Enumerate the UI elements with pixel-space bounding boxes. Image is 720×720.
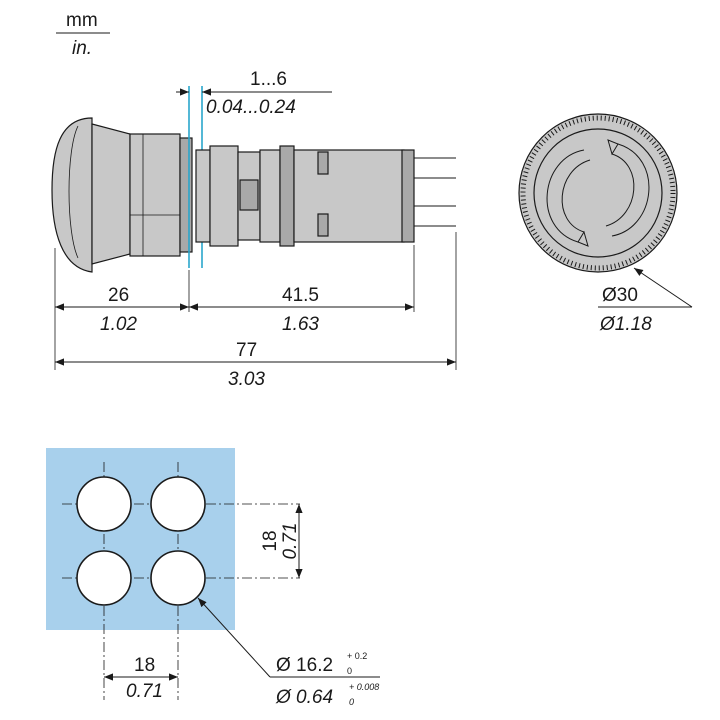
head-length-in: 1.02: [100, 314, 137, 335]
cutout-hole-bottom-left: [76, 550, 132, 606]
head-collar: [91, 123, 131, 265]
latch: [239, 179, 259, 211]
hole-diameter-in: Ø 0.64: [275, 687, 333, 708]
cutout-hole-bottom-right: [150, 550, 206, 606]
front-diameter-in: Ø1.18: [599, 314, 652, 335]
fixing-collar-b: [209, 145, 239, 247]
vertical-spacing-mm: 18: [260, 530, 281, 551]
mushroom-head: [51, 117, 93, 273]
hole-diameter-leader: [197, 597, 271, 678]
units-legend: mm in.: [56, 10, 110, 59]
hole-diameter-mm-tol-lower: 0: [347, 666, 352, 676]
unit-primary: mm: [66, 10, 98, 31]
hole-diameter-in-tol-lower: 0: [349, 697, 354, 707]
panel-thickness-mm: 1...6: [250, 69, 287, 90]
adapter-flange: [279, 145, 295, 247]
adapter: [259, 149, 281, 243]
cutout-view: 18 0.71 18 0.71 Ø 16.2 + 0.2 0 Ø 0.64 + …: [46, 448, 380, 708]
side-view: 1...6 0.04...0.24 26 1.02 41.5 1.63 77 3…: [51, 69, 457, 390]
overall-length-in: 3.03: [228, 369, 265, 390]
cutout-hole-top-left: [76, 476, 132, 532]
hole-diameter-mm-tol-upper: + 0.2: [347, 651, 367, 661]
unit-secondary: in.: [72, 38, 92, 59]
front-knurl: [520, 115, 676, 271]
front-view: Ø30 Ø1.18: [518, 113, 693, 335]
hole-diameter-mm: Ø 16.2: [276, 655, 333, 676]
twist-arrow-right: [611, 143, 650, 237]
head-length-mm: 26: [108, 285, 129, 306]
front-diameter-leader: [633, 267, 693, 308]
panel-thickness-in: 0.04...0.24: [206, 97, 296, 118]
fixing-collar-a: [195, 149, 211, 243]
twist-arrow-left: [546, 149, 585, 243]
vertical-spacing-in: 0.71: [280, 523, 301, 560]
head-body: [129, 133, 181, 257]
terminal-plate: [401, 149, 415, 243]
horizontal-spacing-mm: 18: [134, 655, 155, 676]
cutout-hole-top-right: [150, 476, 206, 532]
ring-nut: [179, 137, 193, 253]
hole-diameter-in-tol-upper: + 0.008: [349, 682, 379, 692]
body-length-in: 1.63: [282, 314, 319, 335]
contact-block: [293, 149, 405, 243]
front-diameter-mm: Ø30: [602, 285, 638, 306]
body-length-mm: 41.5: [282, 285, 319, 306]
front-face: [533, 128, 663, 258]
horizontal-spacing-in: 0.71: [126, 681, 163, 702]
overall-length-mm: 77: [236, 340, 257, 361]
panel-plate: [46, 448, 235, 630]
